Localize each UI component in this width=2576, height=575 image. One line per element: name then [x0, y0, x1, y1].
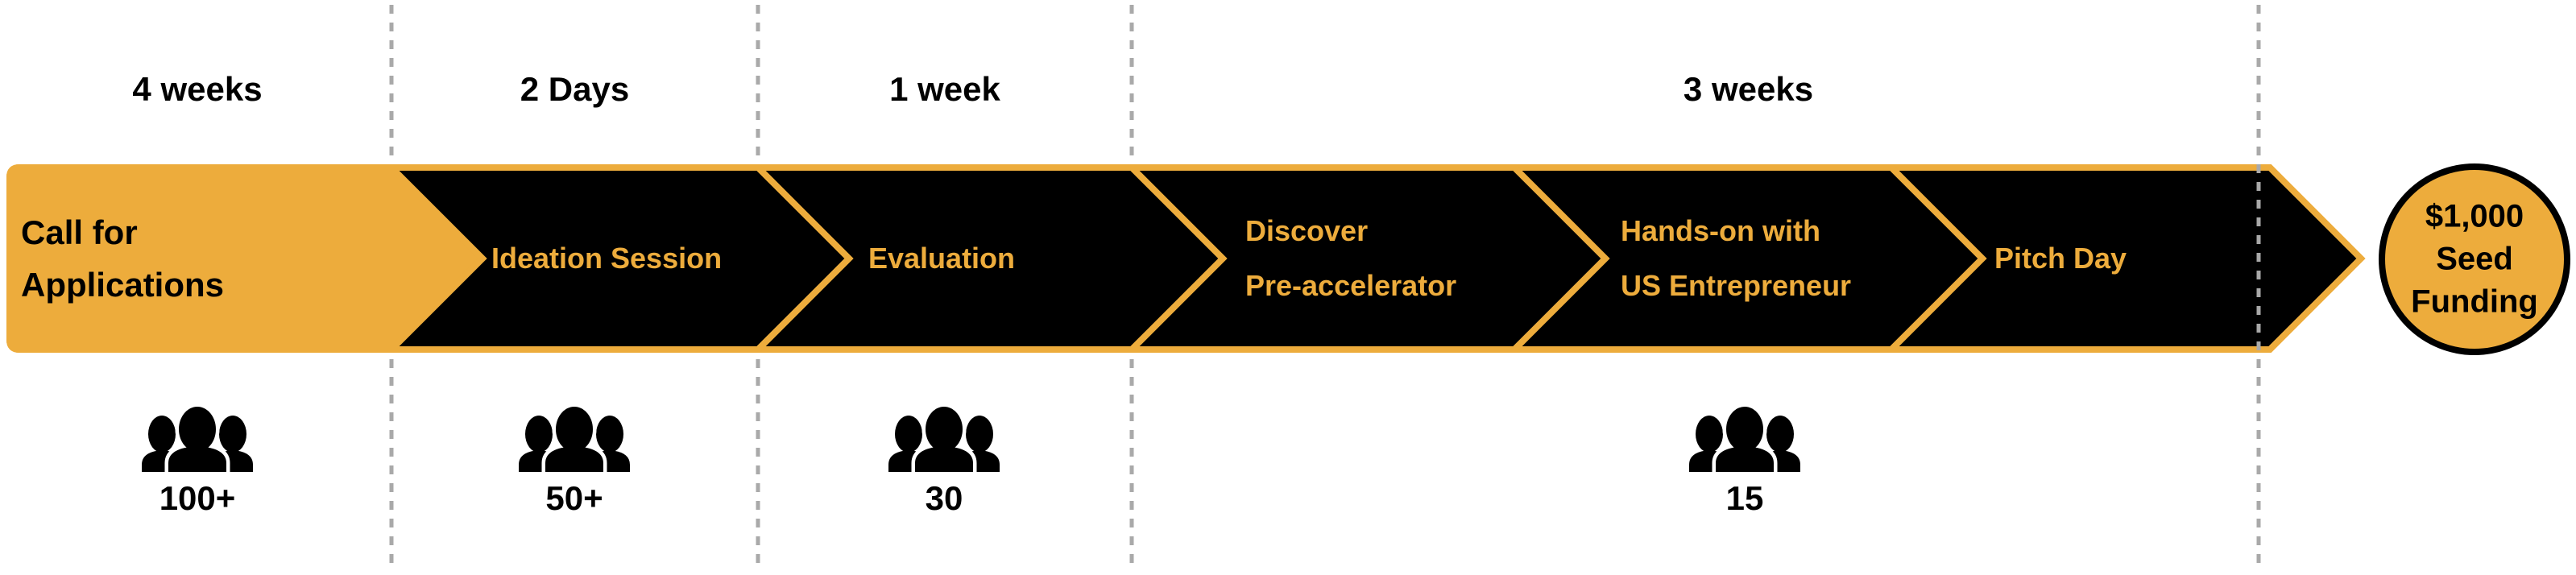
stage-label-line: Ideation Session	[491, 242, 723, 275]
duration-label-1: 4 weeks	[132, 70, 263, 108]
seed-funding-circle	[2379, 163, 2570, 355]
people-group-icon	[1689, 407, 1800, 472]
attendee-count-2: 50+	[545, 479, 603, 517]
seed-funding-label: $1,000 Seed Funding	[2382, 196, 2567, 324]
stage-label-discover-pre-accelerator: Discover Pre-accelerator	[1245, 204, 1456, 313]
stage-label-line: Discover	[1245, 214, 1369, 247]
seed-funding-line: $1,000	[2425, 198, 2524, 234]
attendee-count-4: 15	[1725, 479, 1764, 517]
chevron-separator-2	[1129, 165, 1228, 352]
people-group-icon	[142, 407, 253, 472]
stage-label-line: Applications	[21, 266, 225, 304]
stage-label-hands-on-with-us-entrepreneur: Hands-on with US Entrepreneur	[1621, 204, 1851, 313]
stage-label-call-for-applications: Call for Applications	[21, 206, 224, 311]
stage-label-pitch-day: Pitch Day	[1994, 231, 2127, 286]
stage-label-ideation-session: Ideation Session	[491, 231, 722, 286]
duration-label-4: 3 weeks	[1683, 70, 1814, 108]
attendee-count-3: 30	[925, 479, 963, 517]
chevron-separator-4	[1889, 165, 1987, 352]
stage-label-line: US Entrepreneur	[1621, 269, 1852, 302]
chevron-separator-1	[756, 165, 854, 352]
duration-label-3: 1 week	[889, 70, 1000, 108]
stage-label-line: Pre-accelerator	[1245, 269, 1457, 302]
duration-label-2: 2 Days	[520, 70, 630, 108]
stage-label-line: Hands-on with	[1621, 214, 1820, 247]
people-group-icon	[888, 407, 1000, 472]
stage-label-line: Pitch Day	[1994, 242, 2127, 275]
seed-funding-line: Funding	[2411, 283, 2538, 320]
seed-funding-line: Seed	[2436, 241, 2513, 277]
stage-arrow-call-for-applications	[6, 164, 487, 353]
stage-label-line: Call for	[21, 213, 138, 251]
stage-label-evaluation: Evaluation	[868, 231, 1015, 286]
people-group-icon	[519, 407, 630, 472]
stage-label-line: Evaluation	[868, 242, 1016, 275]
chevron-separator-3	[1512, 165, 1610, 352]
attendee-count-1: 100+	[159, 479, 236, 517]
